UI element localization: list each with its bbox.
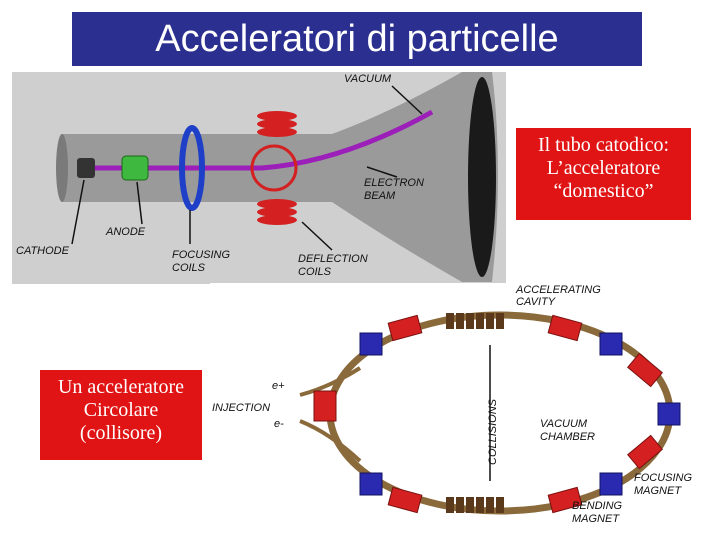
label-accelerating-1: ACCELERATING	[515, 284, 601, 296]
label-vacuum: VACUUM	[344, 73, 392, 85]
crt-callout: Il tubo catodico: L’acceleratore “domest…	[516, 128, 691, 220]
label-focusing-2: COILS	[172, 262, 206, 274]
crt-illustration: VACUUM ELECTRON BEAM ANODE CATHODE FOCUS…	[12, 72, 506, 284]
label-electron-beam-1: ELECTRON	[364, 177, 424, 189]
crt-base	[56, 134, 68, 202]
cathode-element	[77, 158, 95, 178]
label-anode: ANODE	[105, 226, 146, 238]
ring-diagram: COLLISIONS ACCELERATING CAVITY e+ INJECT…	[210, 283, 720, 540]
crt-screen	[468, 77, 496, 277]
label-focusing-1: FOCUSING	[172, 249, 231, 261]
deflection-coil-top	[257, 111, 297, 137]
label-vacuum-1: VACUUM	[540, 418, 588, 430]
collider-callout: Un acceleratore Circolare (collisore)	[40, 370, 202, 460]
label-deflection-2: COILS	[298, 266, 332, 278]
crt-diagram: VACUUM ELECTRON BEAM ANODE CATHODE FOCUS…	[12, 72, 506, 284]
anode-element	[122, 156, 148, 180]
label-focusing-magnet-2: MAGNET	[634, 485, 682, 497]
label-e-minus: e-	[274, 418, 284, 430]
label-collisions: COLLISIONS	[487, 398, 499, 465]
deflection-coil-bottom	[257, 199, 297, 225]
label-e-plus: e+	[272, 380, 285, 392]
label-focusing-magnet-1: FOCUSING	[634, 472, 693, 484]
label-injection: INJECTION	[212, 402, 270, 414]
label-vacuum-2: CHAMBER	[540, 431, 595, 443]
label-accelerating-2: CAVITY	[516, 296, 556, 308]
label-electron-beam-2: BEAM	[364, 190, 396, 202]
collider-illustration: COLLISIONS ACCELERATING CAVITY e+ INJECT…	[210, 283, 720, 540]
label-bending-1: BENDING	[572, 500, 623, 512]
label-deflection-1: DEFLECTION	[298, 253, 368, 265]
label-bending-2: MAGNET	[572, 513, 620, 525]
page-title: Acceleratori di particelle	[72, 12, 642, 66]
label-cathode: CATHODE	[16, 245, 70, 257]
